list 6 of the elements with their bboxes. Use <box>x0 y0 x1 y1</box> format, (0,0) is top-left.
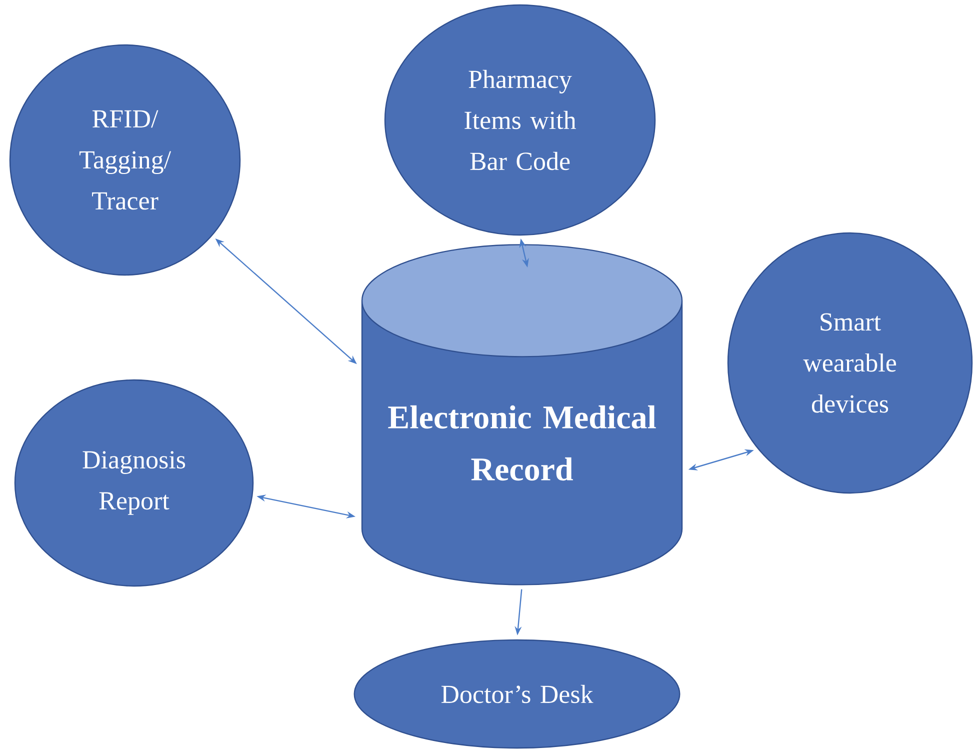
oval-node: RFID/ Tagging/ Tracer <box>9 44 241 276</box>
oval-node: Pharmacy Items with Bar Code <box>384 4 656 236</box>
oval-node: Smart wearable devices <box>727 232 973 494</box>
oval-node: Diagnosis Report <box>14 379 254 587</box>
oval-node: Doctor’s Desk <box>354 639 680 749</box>
database-cylinder: Electronic Medical Record <box>361 244 683 586</box>
